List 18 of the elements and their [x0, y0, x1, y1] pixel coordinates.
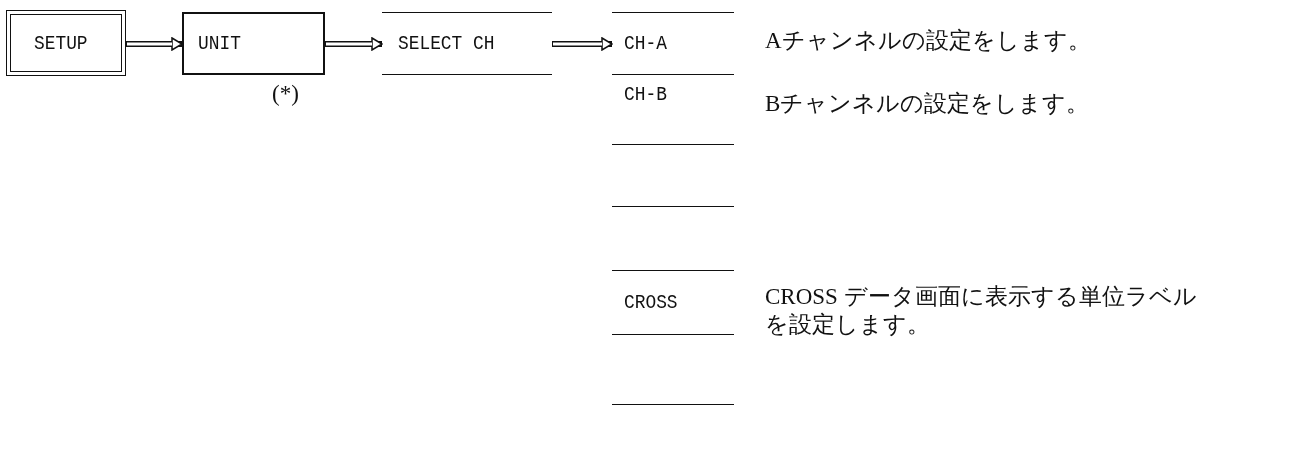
- menu-box: [182, 12, 325, 75]
- menu-item: [612, 270, 734, 335]
- footnote-mark: (*): [272, 80, 300, 108]
- menu-label: SETUP: [34, 31, 89, 55]
- double-arrow: [552, 37, 613, 51]
- menu-label: CH-B: [624, 83, 667, 106]
- menu-box: [6, 10, 126, 76]
- double-arrow: [325, 37, 383, 51]
- description-text: Aチャンネルの設定をします。: [765, 27, 1092, 55]
- description-text: Bチャンネルの設定をします。: [765, 90, 1091, 118]
- description-text: CROSS データ画面に表示する単位ラベルを設定します。: [765, 283, 1198, 339]
- menu-label: SELECT CH: [398, 32, 495, 55]
- menu-item: [612, 12, 734, 75]
- menu-label: CH-A: [624, 32, 667, 55]
- menu-label: UNIT: [198, 32, 241, 55]
- menu-item: [382, 12, 552, 75]
- menu-label: CROSS: [624, 291, 678, 314]
- double-arrow: [126, 37, 183, 51]
